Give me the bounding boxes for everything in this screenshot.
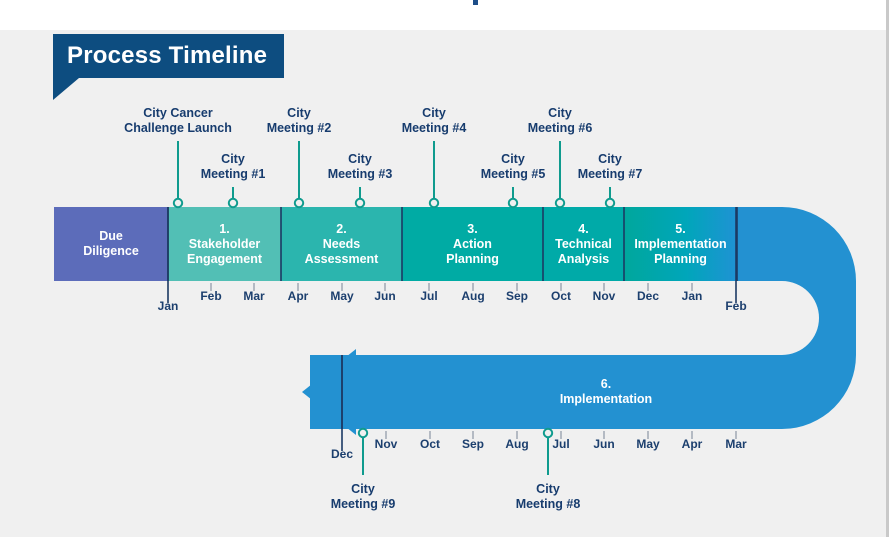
month-label: Nov <box>374 437 398 451</box>
callout-marker <box>354 197 366 209</box>
callout-line1: City <box>536 482 560 496</box>
phase-segment <box>543 207 624 281</box>
month-label: May <box>636 437 660 451</box>
month-label: Jan <box>157 299 179 313</box>
title-banner: Process Timeline <box>53 34 284 78</box>
callout-marker <box>293 197 305 209</box>
phase-dividers <box>167 207 738 429</box>
callout-line2: Meeting #7 <box>577 167 643 181</box>
callout-line1: City <box>351 482 375 496</box>
title-banner-tail <box>53 78 79 100</box>
callout-line2: Meeting #1 <box>200 167 266 181</box>
callout-line2: Meeting #6 <box>527 121 593 135</box>
callout-line2: Meeting #8 <box>515 497 581 511</box>
phase-segments <box>54 207 737 281</box>
month-label: Aug <box>505 437 529 451</box>
month-label: Oct <box>550 289 572 303</box>
bottom-month-ticks <box>341 355 737 451</box>
phase-segment <box>402 207 543 281</box>
callout-marker <box>357 427 369 439</box>
callout-marker <box>604 197 616 209</box>
month-label: Mar <box>725 437 747 451</box>
month-label: Sep <box>505 289 529 303</box>
callout-line2: Meeting #5 <box>480 167 546 181</box>
bottom-callout-connectors <box>357 427 554 475</box>
callout-line1: City <box>348 152 372 166</box>
callout-line2: Meeting #3 <box>327 167 393 181</box>
month-label: Feb <box>725 299 747 313</box>
page-title: Process Timeline <box>67 42 268 69</box>
month-label: May <box>330 289 354 303</box>
callout-marker <box>428 197 440 209</box>
month-label: Dec <box>330 447 354 461</box>
phase-segment <box>168 207 281 281</box>
top-month-ticks <box>167 207 737 303</box>
month-label: Apr <box>287 289 309 303</box>
phase-segment <box>624 207 737 281</box>
phase-segment <box>281 207 402 281</box>
month-label: Mar <box>243 289 265 303</box>
month-label: Aug <box>461 289 485 303</box>
callout-marker <box>554 197 566 209</box>
month-label: Jun <box>593 437 615 451</box>
top-callout-connectors <box>172 141 616 209</box>
callout-marker <box>227 197 239 209</box>
cropped-text-fragment <box>473 0 478 5</box>
month-label: Jul <box>552 437 570 451</box>
callout-line2: Meeting #4 <box>401 121 467 135</box>
month-label: Apr <box>681 437 703 451</box>
month-label: Jun <box>374 289 396 303</box>
right-border <box>886 0 889 537</box>
callout-line2: Meeting #2 <box>266 121 332 135</box>
month-label: Feb <box>200 289 222 303</box>
month-label: Nov <box>592 289 616 303</box>
callout-marker <box>172 197 184 209</box>
background-canvas <box>0 30 886 537</box>
month-label: Jan <box>681 289 703 303</box>
callout-line1: City <box>598 152 622 166</box>
callout-marker <box>507 197 519 209</box>
month-label: Jul <box>420 289 438 303</box>
month-label: Oct <box>419 437 441 451</box>
background-top-white <box>0 0 886 30</box>
month-label: Sep <box>461 437 485 451</box>
callout-line1: City <box>287 106 311 120</box>
callout-marker <box>542 427 554 439</box>
callout-line1: City <box>548 106 572 120</box>
callout-line2: Meeting #9 <box>330 497 396 511</box>
callout-line1: City Cancer <box>143 106 213 120</box>
phase-segment <box>54 207 168 281</box>
callout-line1: City <box>422 106 446 120</box>
callout-line1: City <box>501 152 525 166</box>
month-label: Dec <box>636 289 660 303</box>
callout-line1: City <box>221 152 245 166</box>
callout-line2: Challenge Launch <box>124 121 232 135</box>
